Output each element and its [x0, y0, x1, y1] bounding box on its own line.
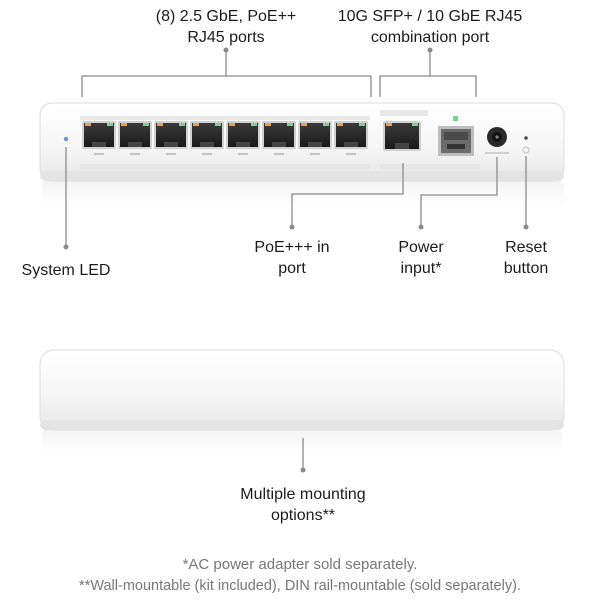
callout-reset-button: Reset button: [486, 237, 566, 279]
callout-lines: [63, 47, 529, 250]
poe-in-port: [383, 121, 421, 151]
combo-port-led: [453, 116, 458, 121]
callout-2-5g-ports-line1: (8) 2.5 GbE, PoE++: [155, 8, 297, 25]
switch-back-view: [39, 349, 565, 466]
rj45-port-7: [298, 121, 332, 149]
callout-power-input: Power input*: [376, 237, 466, 279]
callout-line-power-input: [420, 157, 498, 227]
callout-mounting-line2: options**: [270, 507, 336, 524]
reset-pinhole: [524, 136, 528, 140]
callout-poe-in-line1: PoE+++ in: [254, 239, 330, 256]
callout-2-5g-ports: (8) 2.5 GbE, PoE++ RJ45 ports: [126, 6, 326, 48]
system-led-indicator: [63, 136, 69, 142]
callout-mounting-line1: Multiple mounting: [240, 486, 366, 503]
rj45-port-2: [118, 121, 152, 149]
rj45-port-4: [190, 121, 224, 149]
rj45-port-1: [82, 121, 116, 149]
callout-mounting: Multiple mounting options**: [203, 484, 403, 526]
rj45-port-8: [334, 121, 368, 149]
callout-reset-button-line1: Reset: [505, 239, 547, 256]
rj45-port-3: [154, 121, 188, 149]
rj45-2-5g-ports: [82, 121, 368, 155]
callout-power-input-line1: Power: [398, 239, 444, 256]
switch-front-view: [39, 102, 565, 218]
reset-symbol: [522, 146, 530, 154]
sfp-plus-port: [438, 126, 474, 156]
callout-line-2-5g-ports: [81, 50, 372, 97]
rj45-port-5: [226, 121, 260, 149]
callout-2-5g-ports-line2: RJ45 ports: [187, 29, 265, 46]
callout-system-led: System LED: [6, 260, 126, 281]
callout-combo-port: 10G SFP+ / 10 GbE RJ45 combination port: [315, 6, 545, 48]
callout-system-led-line1: System LED: [21, 262, 111, 279]
rj45-port-6: [262, 121, 296, 149]
callout-combo-port-line1: 10G SFP+ / 10 GbE RJ45: [337, 8, 523, 25]
power-input-jack: [485, 127, 509, 154]
footnote-mounting: **Wall-mountable (kit included), DIN rai…: [79, 578, 521, 594]
callout-poe-in: PoE+++ in port: [232, 237, 352, 279]
callout-line-combo-port: [379, 50, 477, 97]
callout-power-input-line2: input*: [400, 260, 442, 277]
callout-reset-button-line2: button: [503, 260, 549, 277]
callout-poe-in-line2: port: [278, 260, 306, 277]
callout-line-poe-in: [291, 163, 404, 227]
footnote-ac-adapter: *AC power adapter sold separately.: [182, 556, 418, 573]
callout-combo-port-line2: combination port: [370, 29, 490, 46]
